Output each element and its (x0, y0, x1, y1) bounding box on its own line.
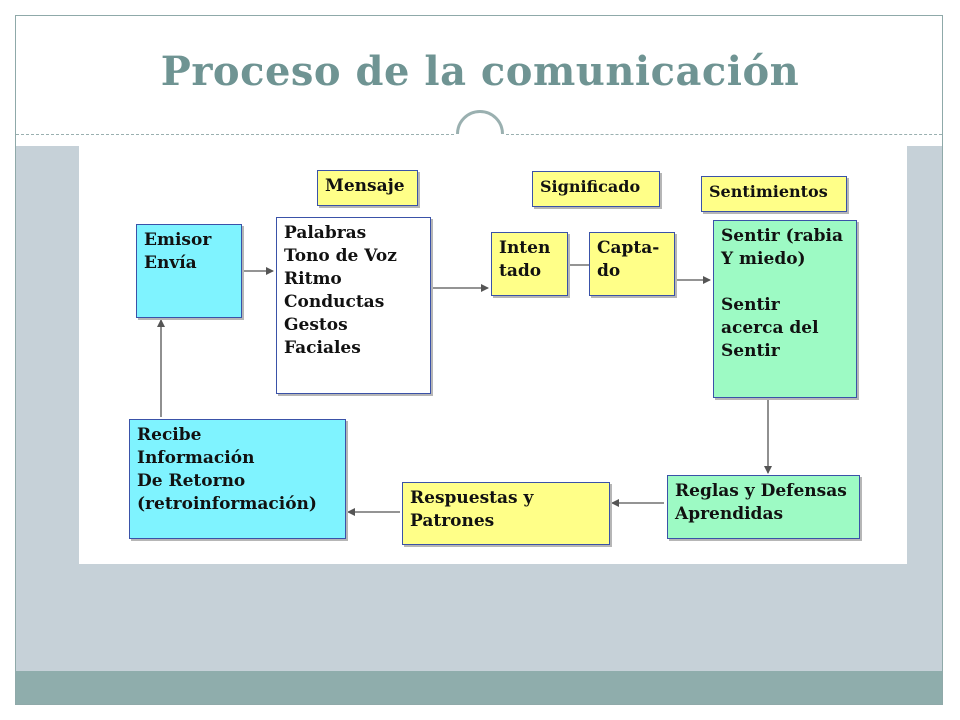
label-mensaje: Mensaje (317, 170, 418, 206)
diagram-arrows (157, 264, 772, 516)
title-divider-left (16, 134, 454, 135)
box-recibe: Recibe Información De Retorno (retroinfo… (129, 419, 346, 539)
box-intentado: Inten tado (491, 232, 568, 296)
slide-title: Proceso de la comunicación (160, 48, 800, 95)
box-respuestas: Respuestas y Patrones (402, 482, 610, 545)
box-captado: Capta- do (589, 232, 675, 296)
label-sentimientos: Sentimientos (701, 176, 847, 212)
title-divider-right (506, 134, 942, 135)
label-significado: Significado (532, 171, 660, 207)
footer-bar (16, 671, 942, 704)
box-emisor: Emisor Envía (136, 224, 242, 318)
box-reglas: Reglas y Defensas Aprendidas (667, 475, 860, 539)
box-mensaje-list: Palabras Tono de Voz Ritmo Conductas Ges… (276, 217, 431, 394)
box-sentir: Sentir (rabia Y miedo) Sentir acerca del… (713, 220, 857, 398)
communication-process-diagram: Mensaje Significado Sentimientos Emisor … (79, 146, 907, 564)
